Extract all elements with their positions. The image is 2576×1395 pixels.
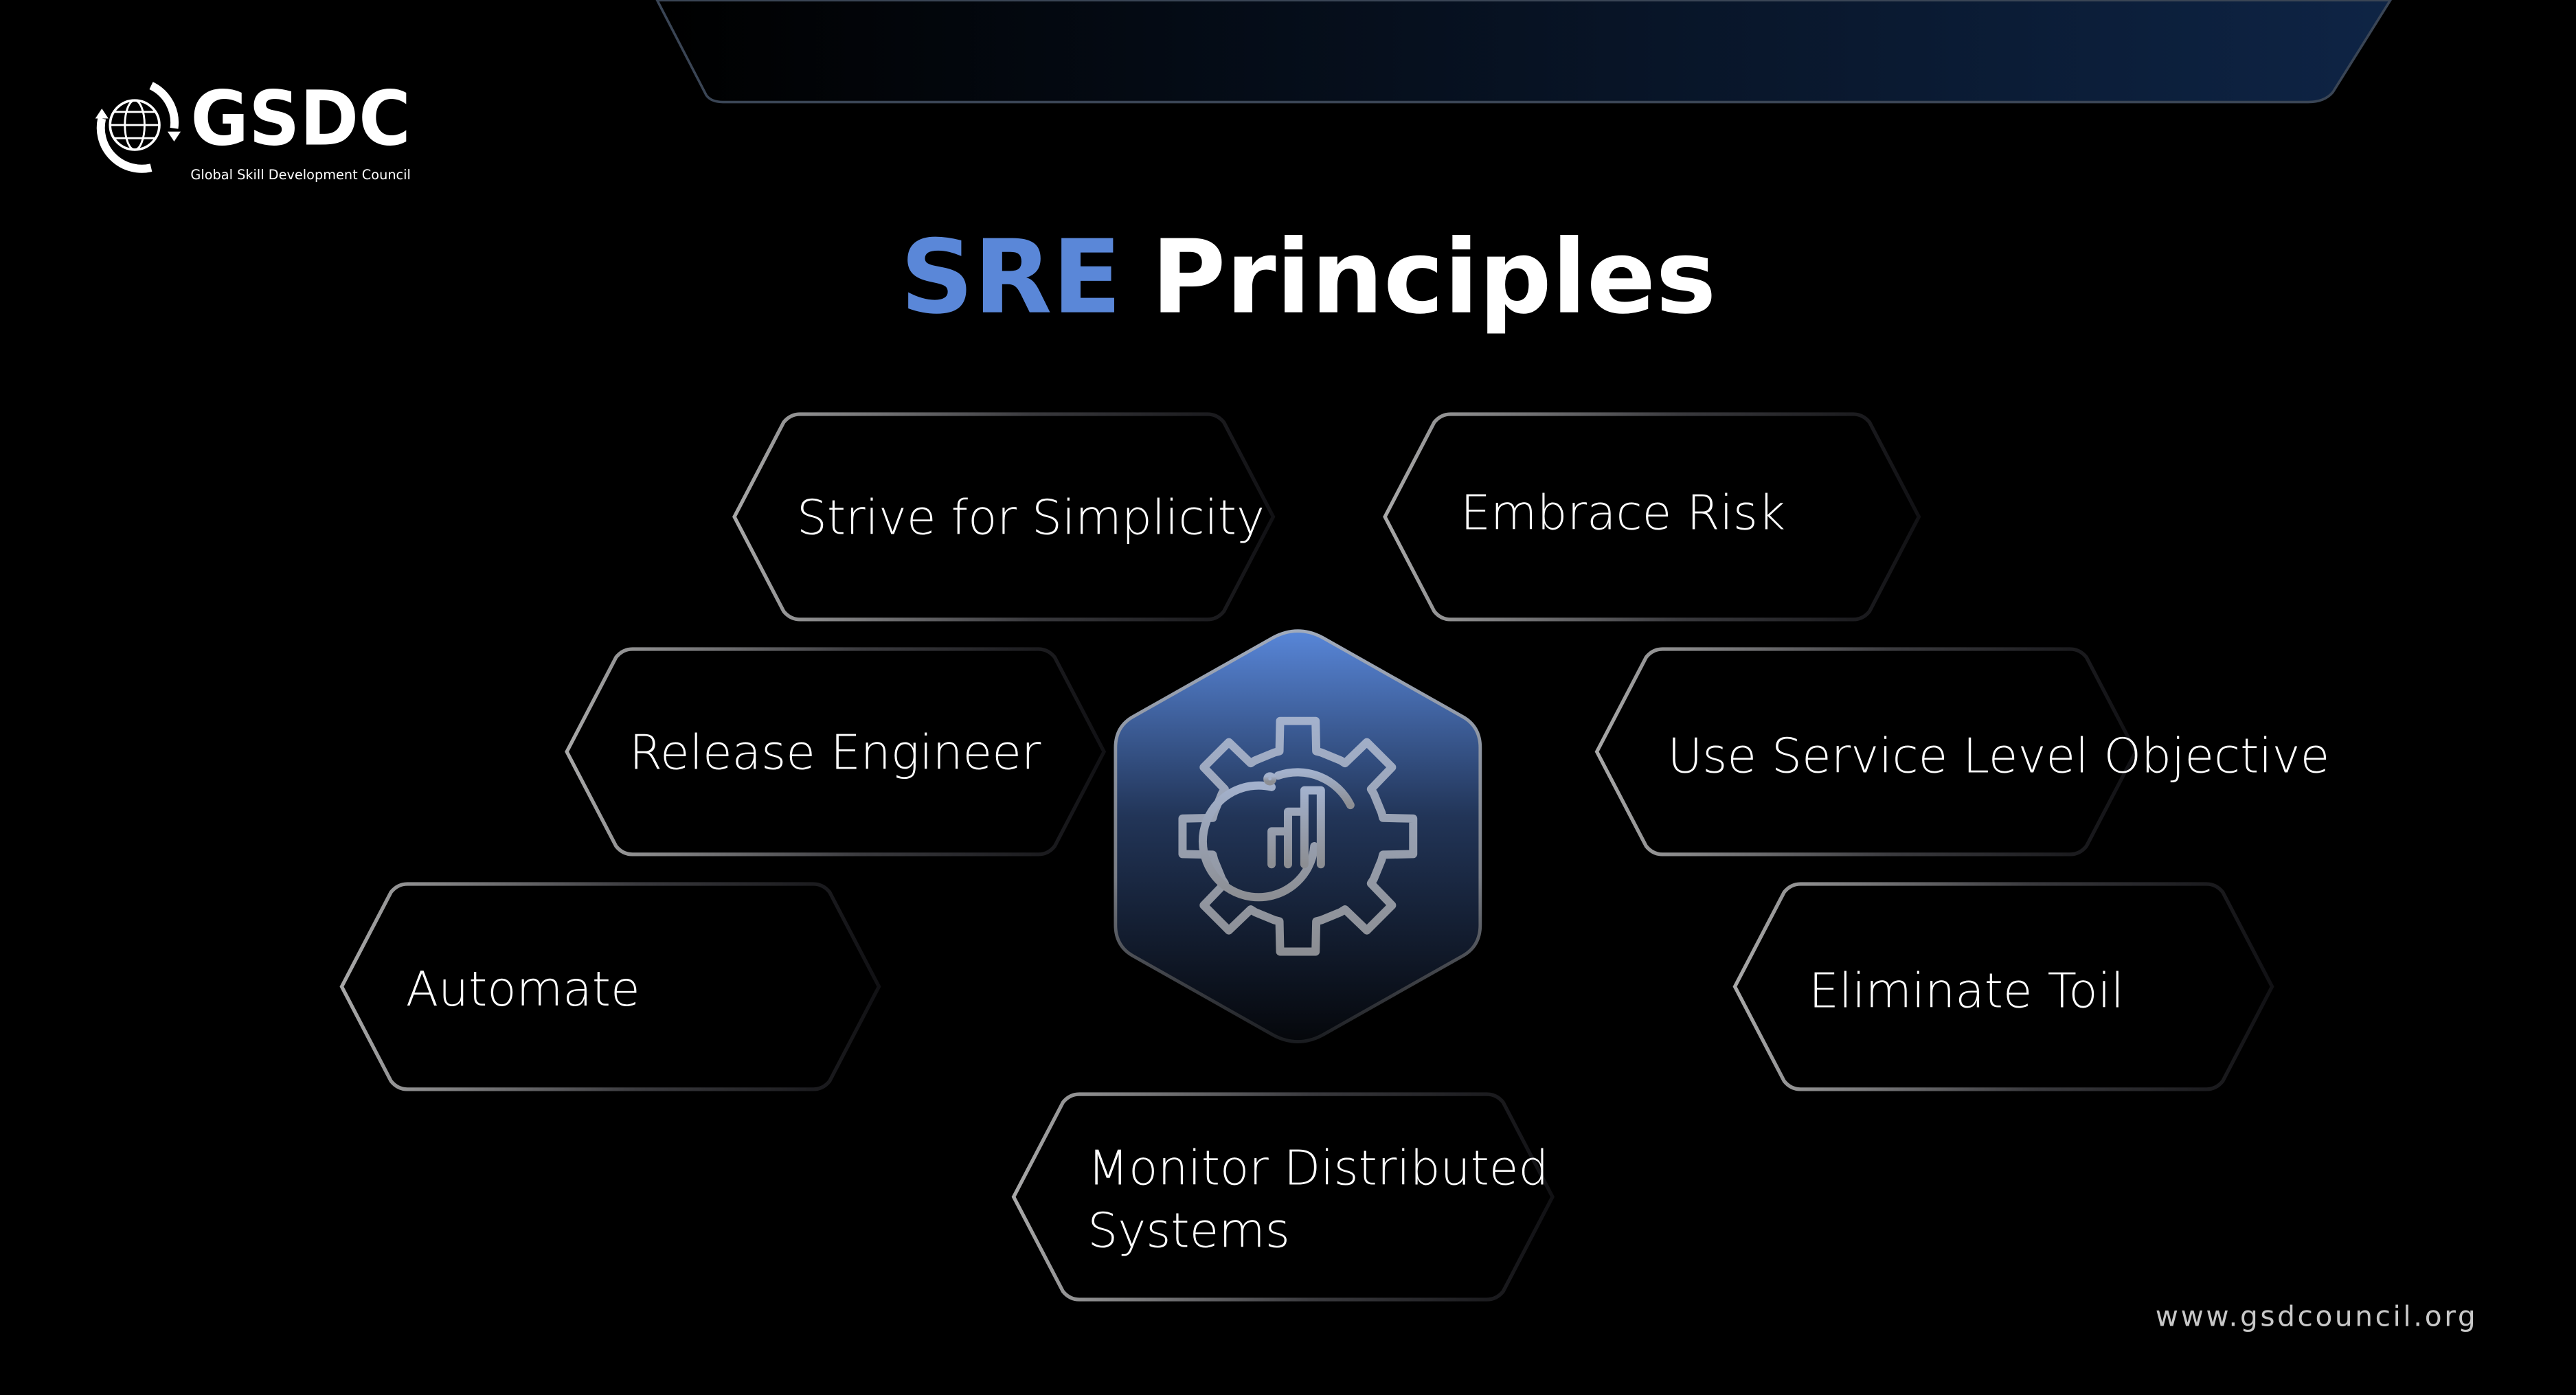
principle-label: Embrace Risk [1460, 486, 1785, 541]
footer-url[interactable]: www.gsdcouncil.org [2156, 1300, 2478, 1332]
principle-shape [565, 647, 1107, 857]
title-rest: Principles [1151, 218, 1717, 337]
principle-shape [1594, 647, 2138, 857]
top-banner [655, 0, 2393, 104]
principle-label: Use Service Level Objective [1667, 729, 2329, 784]
principle-label: Eliminate Toil [1809, 964, 2124, 1019]
principle-shape [1383, 412, 1921, 622]
principle-item[interactable]: Strive for Simplicity [732, 412, 1276, 622]
principle-shape [732, 412, 1276, 622]
principle-label: Release Engineer [629, 726, 1041, 781]
principle-label: Monitor Distributed [1087, 1142, 1548, 1196]
principle-label: Automate [406, 962, 640, 1017]
gsdc-logo[interactable]: GSDC Global Skill Development Council [95, 75, 411, 183]
principle-label-line2: Systems [1087, 1203, 1290, 1258]
principle-label: Strive for Simplicity [797, 491, 1265, 546]
principle-item[interactable]: Automate [339, 882, 881, 1091]
principle-item[interactable]: Embrace Risk [1383, 412, 1921, 622]
principle-item[interactable]: Eliminate Toil [1732, 882, 2274, 1091]
center-hexagon [1114, 629, 1482, 1043]
logo-name: GSDC [190, 75, 410, 163]
principle-item[interactable]: Use Service Level Objective [1594, 647, 2330, 857]
globe-icon [95, 82, 181, 173]
principle-item[interactable]: Release Engineer [565, 647, 1107, 857]
principle-shape [339, 882, 881, 1091]
gear-chart-icon [1178, 716, 1418, 956]
principle-shape [1011, 1092, 1555, 1302]
logo-tagline: Global Skill Development Council [190, 167, 410, 183]
principle-shape [1732, 882, 2274, 1091]
title-highlight: SRE [901, 218, 1122, 337]
